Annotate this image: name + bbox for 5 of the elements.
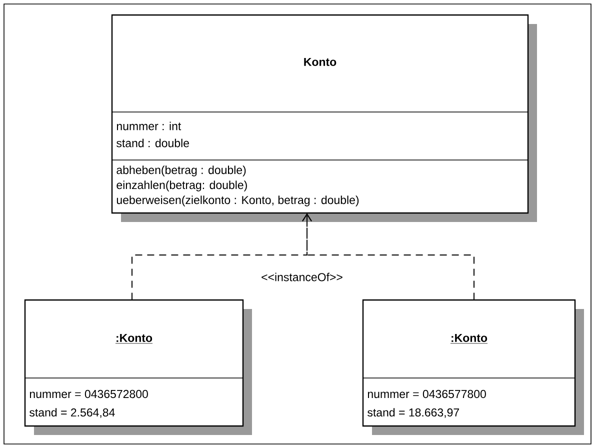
object-box: :Konto nummer = 0436577800 stand = 18.663,97 xyxy=(362,299,584,435)
edge-label: <<instanceOf>> xyxy=(260,272,344,282)
object-box: :Konto nummer = 0436572800 stand = 2.564,84 xyxy=(24,299,252,435)
class-box: Konto nummer : int stand : double abheben(betrag : double) einzahlen(betrag: double) ueberweisen(zielkonto : Konto, betrag : double) xyxy=(111,14,537,222)
dependency-arrow xyxy=(302,213,474,300)
